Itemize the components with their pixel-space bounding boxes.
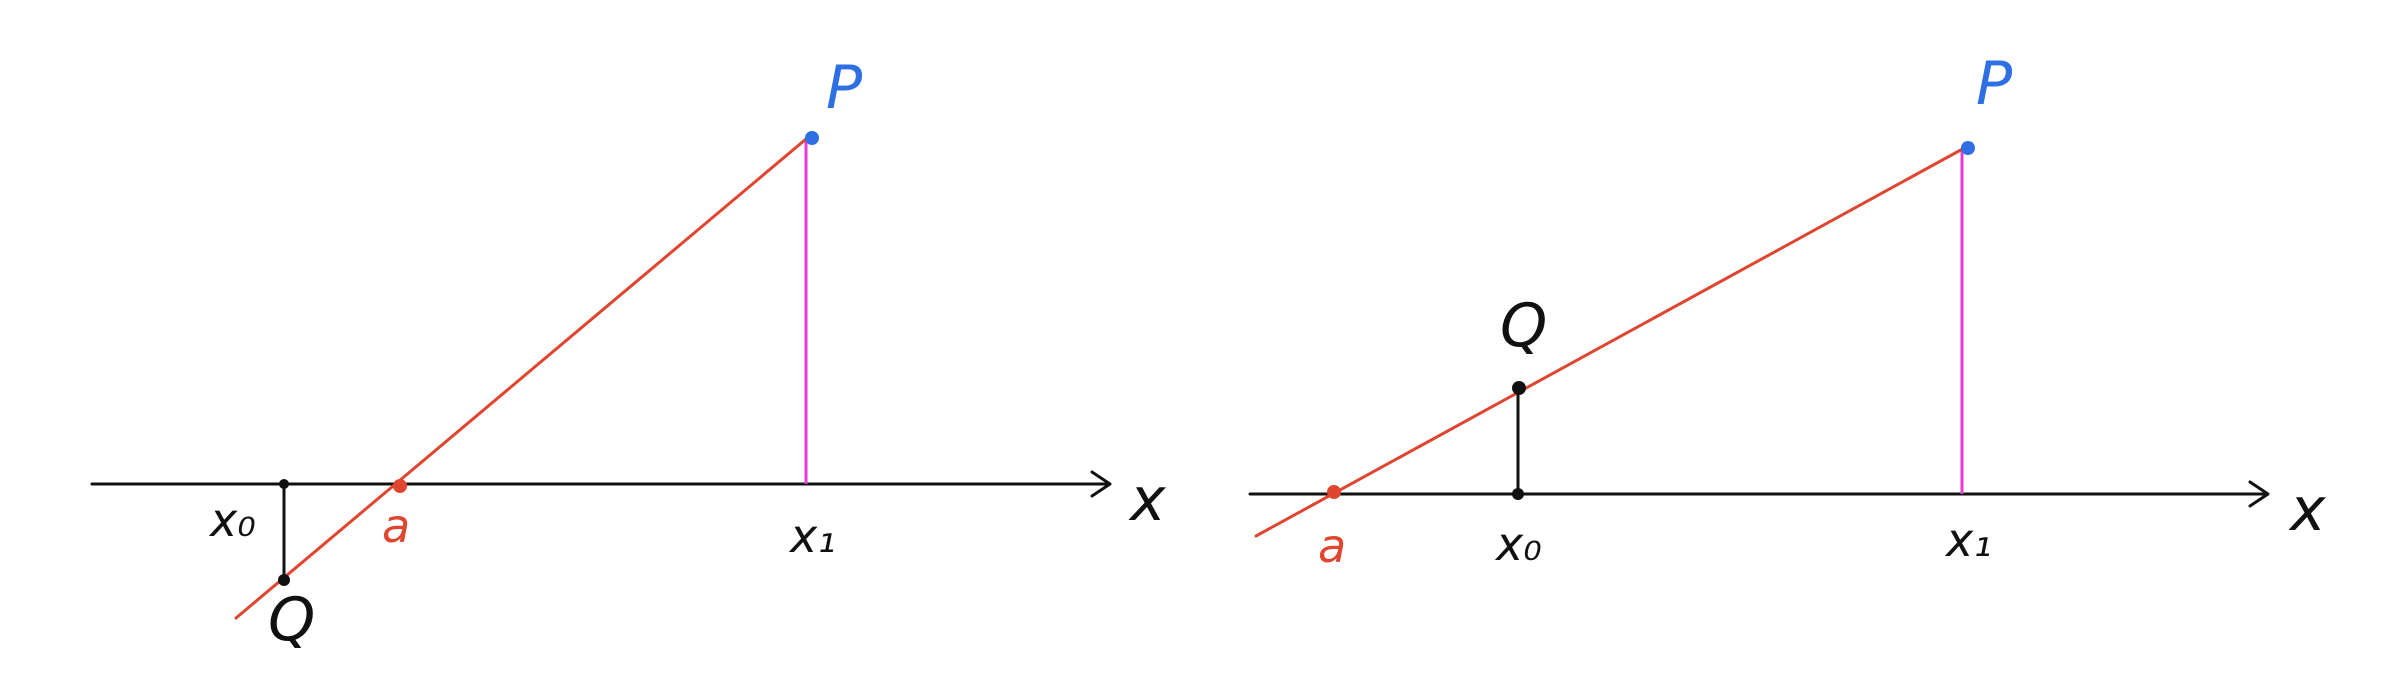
left-point-a xyxy=(393,479,407,493)
left-label-q: Q xyxy=(268,585,315,655)
right-secant-line xyxy=(1254,144,1970,538)
right-point-x0 xyxy=(1512,488,1524,500)
right-label-x0: x₀ xyxy=(1494,517,1542,571)
right-label-p: P xyxy=(1976,49,2013,119)
right-label-q: Q xyxy=(1500,291,1547,361)
left-x-axis-label: x xyxy=(1128,465,1166,535)
right-x-axis-label: x xyxy=(2288,475,2326,545)
right-point-p xyxy=(1961,141,1975,155)
left-point-x0 xyxy=(279,479,289,489)
left-secant-line xyxy=(234,132,814,620)
left-panel: x x₀ a x₁ Q P xyxy=(90,53,1166,655)
right-label-x1: x₁ xyxy=(1944,513,1992,567)
right-panel: x a x₀ x₁ Q P xyxy=(1248,49,2326,573)
left-label-x0: x₀ xyxy=(208,493,256,547)
left-x-axis-arrow-icon xyxy=(1090,470,1112,498)
right-x-axis-arrow-icon xyxy=(2248,480,2270,508)
left-point-p xyxy=(805,131,819,145)
left-label-p: P xyxy=(826,53,863,123)
right-point-a xyxy=(1327,485,1341,499)
left-point-q xyxy=(278,574,290,586)
left-label-a: a xyxy=(382,499,410,553)
left-label-x1: x₁ xyxy=(788,509,836,563)
right-point-q xyxy=(1512,381,1526,395)
right-label-a: a xyxy=(1318,519,1346,573)
